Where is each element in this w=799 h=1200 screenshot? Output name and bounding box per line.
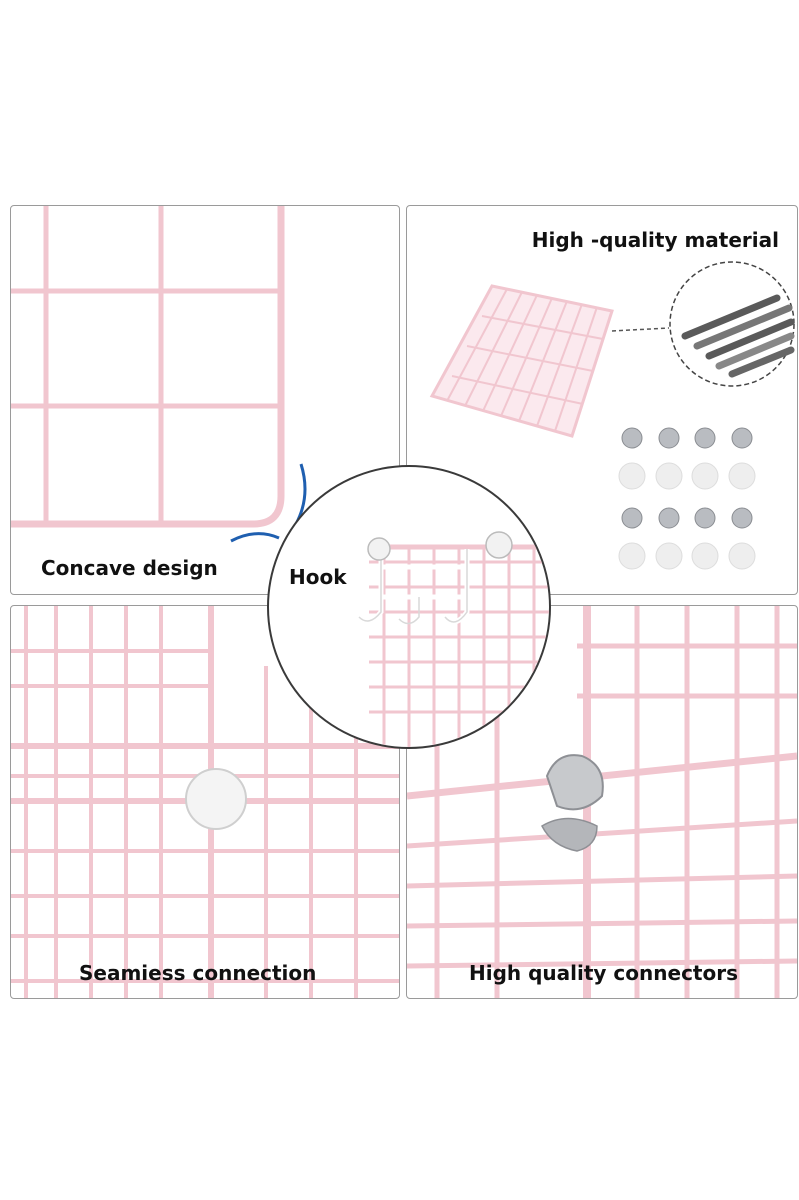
connector-closeup-illustration xyxy=(407,606,797,998)
hook-callout: Hook xyxy=(267,465,551,749)
seamless-grid-illustration xyxy=(11,606,399,998)
steel-rod-zoom xyxy=(669,261,795,387)
panel-concave-design: Concave design xyxy=(10,205,400,595)
concave-design-caption: Concave design xyxy=(41,556,218,580)
wire-shelf-illustration xyxy=(429,261,795,570)
connectors-caption: High quality connectors xyxy=(469,961,738,985)
steel-rod-icon xyxy=(681,294,795,378)
connector-icon xyxy=(185,768,247,830)
hook-caption: Hook xyxy=(289,565,347,589)
hook-illustration xyxy=(357,531,549,747)
metal-connector-icon xyxy=(545,754,604,811)
material-caption: High -quality material xyxy=(531,228,779,252)
panel-material: High -quality material xyxy=(406,205,798,595)
seamless-connection-caption: Seamiess connection xyxy=(79,961,317,985)
connector-icons xyxy=(618,427,756,570)
